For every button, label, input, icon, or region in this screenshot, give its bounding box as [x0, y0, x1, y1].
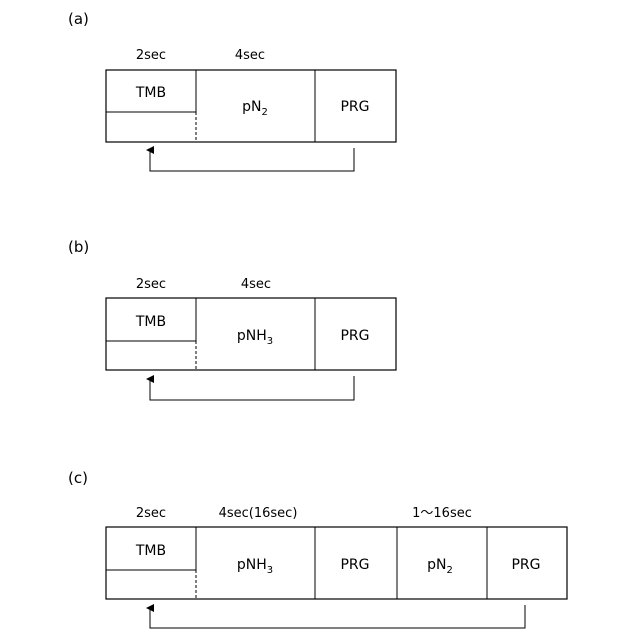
panel-b-duration-tmb: 2sec: [136, 277, 166, 292]
panel-a-step-prg: PRG: [340, 99, 369, 115]
panel-a-loop-arrow: [150, 148, 354, 171]
panel-b-step-pnh3: pNH3: [237, 328, 273, 347]
panel-c-step-tmb: TMB: [135, 543, 166, 559]
panel-a-step-pn2: pN2: [242, 99, 268, 118]
panel-b-loop-arrow: [150, 376, 354, 400]
panel-b-duration-reactant: 4sec: [241, 277, 271, 292]
panel-c-step-pn2: pN2: [427, 557, 453, 576]
panel-a: (a) 2sec 4sec TMB pN2 PRG: [68, 10, 396, 171]
panel-c-duration-second-reactant: 1～16sec: [412, 506, 472, 521]
panel-a-duration-reactant: 4sec: [235, 48, 265, 63]
panel-c-frame: [106, 527, 567, 599]
panel-b: (b) 2sec 4sec TMB pNH3 PRG: [68, 238, 396, 400]
panel-b-step-prg: PRG: [340, 328, 369, 344]
panel-c-step-prg-1: PRG: [340, 557, 369, 573]
panel-c-duration-reactant: 4sec(16sec): [219, 506, 298, 521]
panel-b-step-tmb: TMB: [135, 314, 166, 330]
panel-c-step-pnh3: pNH3: [237, 557, 273, 576]
panel-a-duration-tmb: 2sec: [136, 48, 166, 63]
panel-c-duration-tmb: 2sec: [136, 506, 166, 521]
panel-c: (c) 2sec 4sec(16sec) 1～16sec TMB pNH3 PR…: [68, 469, 567, 628]
panel-c-step-prg-2: PRG: [511, 557, 540, 573]
panel-c-loop-arrow: [150, 605, 525, 628]
panel-b-label: (b): [68, 238, 89, 256]
panel-c-label: (c): [68, 469, 88, 487]
panel-a-step-tmb: TMB: [135, 85, 166, 101]
panel-a-label: (a): [68, 10, 89, 28]
